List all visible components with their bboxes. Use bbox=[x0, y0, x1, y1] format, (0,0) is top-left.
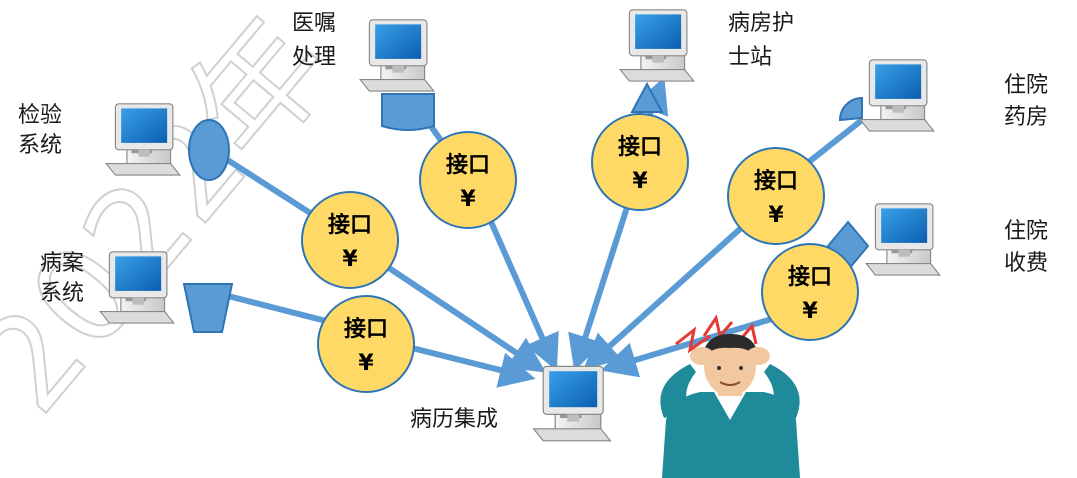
interface-currency: ¥ bbox=[768, 203, 784, 228]
interface-bubble-shoufei: 接口 ¥ bbox=[761, 243, 859, 341]
computer-yizhu-icon bbox=[359, 19, 435, 92]
arrows bbox=[378, 76, 776, 388]
system-label-yaofang-line1: 住院 bbox=[1004, 73, 1048, 98]
interface-currency: ¥ bbox=[342, 247, 358, 272]
connector-trapezoid-icon bbox=[182, 283, 234, 333]
arrow-yaofang bbox=[583, 217, 753, 371]
computer-yaofang-icon bbox=[859, 59, 935, 132]
interface-bubble-hushizhan: 接口 ¥ bbox=[591, 113, 689, 211]
system-label-shoufei-line1: 住院 bbox=[1004, 219, 1048, 244]
arrow-jianyan bbox=[378, 259, 546, 373]
system-label-yizhu-line1: 医嘱 bbox=[292, 11, 336, 36]
interface-bubble-yaofang: 接口 ¥ bbox=[727, 147, 825, 245]
arrow-shoufei bbox=[600, 315, 776, 378]
interface-currency: ¥ bbox=[802, 299, 818, 324]
interface-currency: ¥ bbox=[358, 351, 374, 376]
system-label-yizhu-line2: 处理 bbox=[292, 45, 336, 70]
system-label-hushizhan-line2: 士站 bbox=[728, 45, 772, 70]
arrow-bingan bbox=[407, 344, 536, 388]
interface-label: 接口 bbox=[328, 213, 372, 238]
interface-label: 接口 bbox=[618, 135, 662, 160]
interface-currency: ¥ bbox=[460, 187, 476, 212]
arrow-yizhu bbox=[485, 213, 559, 371]
connector-triangle-icon bbox=[630, 81, 664, 113]
system-label-yaofang-line2: 药房 bbox=[1004, 105, 1048, 130]
interface-label: 接口 bbox=[788, 265, 832, 290]
connector-halfcircle-icon bbox=[838, 96, 863, 122]
system-label-jianyan-line2: 系统 bbox=[18, 133, 62, 158]
computer-shoufei-icon bbox=[865, 203, 941, 276]
computer-bingan-icon bbox=[99, 251, 175, 324]
interface-label: 接口 bbox=[446, 153, 490, 178]
interface-label: 接口 bbox=[754, 169, 798, 194]
interface-bubble-bingan: 接口 ¥ bbox=[317, 295, 415, 393]
system-label-shoufei-line2: 收费 bbox=[1004, 251, 1048, 276]
system-label-bingan-line2: 系统 bbox=[40, 281, 84, 306]
interface-bubble-jianyan: 接口 ¥ bbox=[301, 191, 399, 289]
system-label-bingan-line1: 病案 bbox=[40, 251, 84, 276]
connector-ellipse-icon bbox=[188, 119, 230, 181]
computer-hushizhan-icon bbox=[619, 9, 695, 82]
center-label: 病历集成 bbox=[410, 407, 498, 432]
system-label-jianyan-line1: 检验 bbox=[18, 103, 62, 128]
computer-jianyan-icon bbox=[105, 103, 181, 176]
interface-currency: ¥ bbox=[632, 169, 648, 194]
stressed-person-icon bbox=[660, 314, 800, 478]
computer-center-icon bbox=[532, 365, 612, 442]
connector-document-icon bbox=[381, 93, 435, 131]
interface-label: 接口 bbox=[344, 317, 388, 342]
system-label-hushizhan-line1: 病房护 bbox=[728, 11, 794, 36]
interface-bubble-yizhu: 接口 ¥ bbox=[419, 131, 517, 229]
